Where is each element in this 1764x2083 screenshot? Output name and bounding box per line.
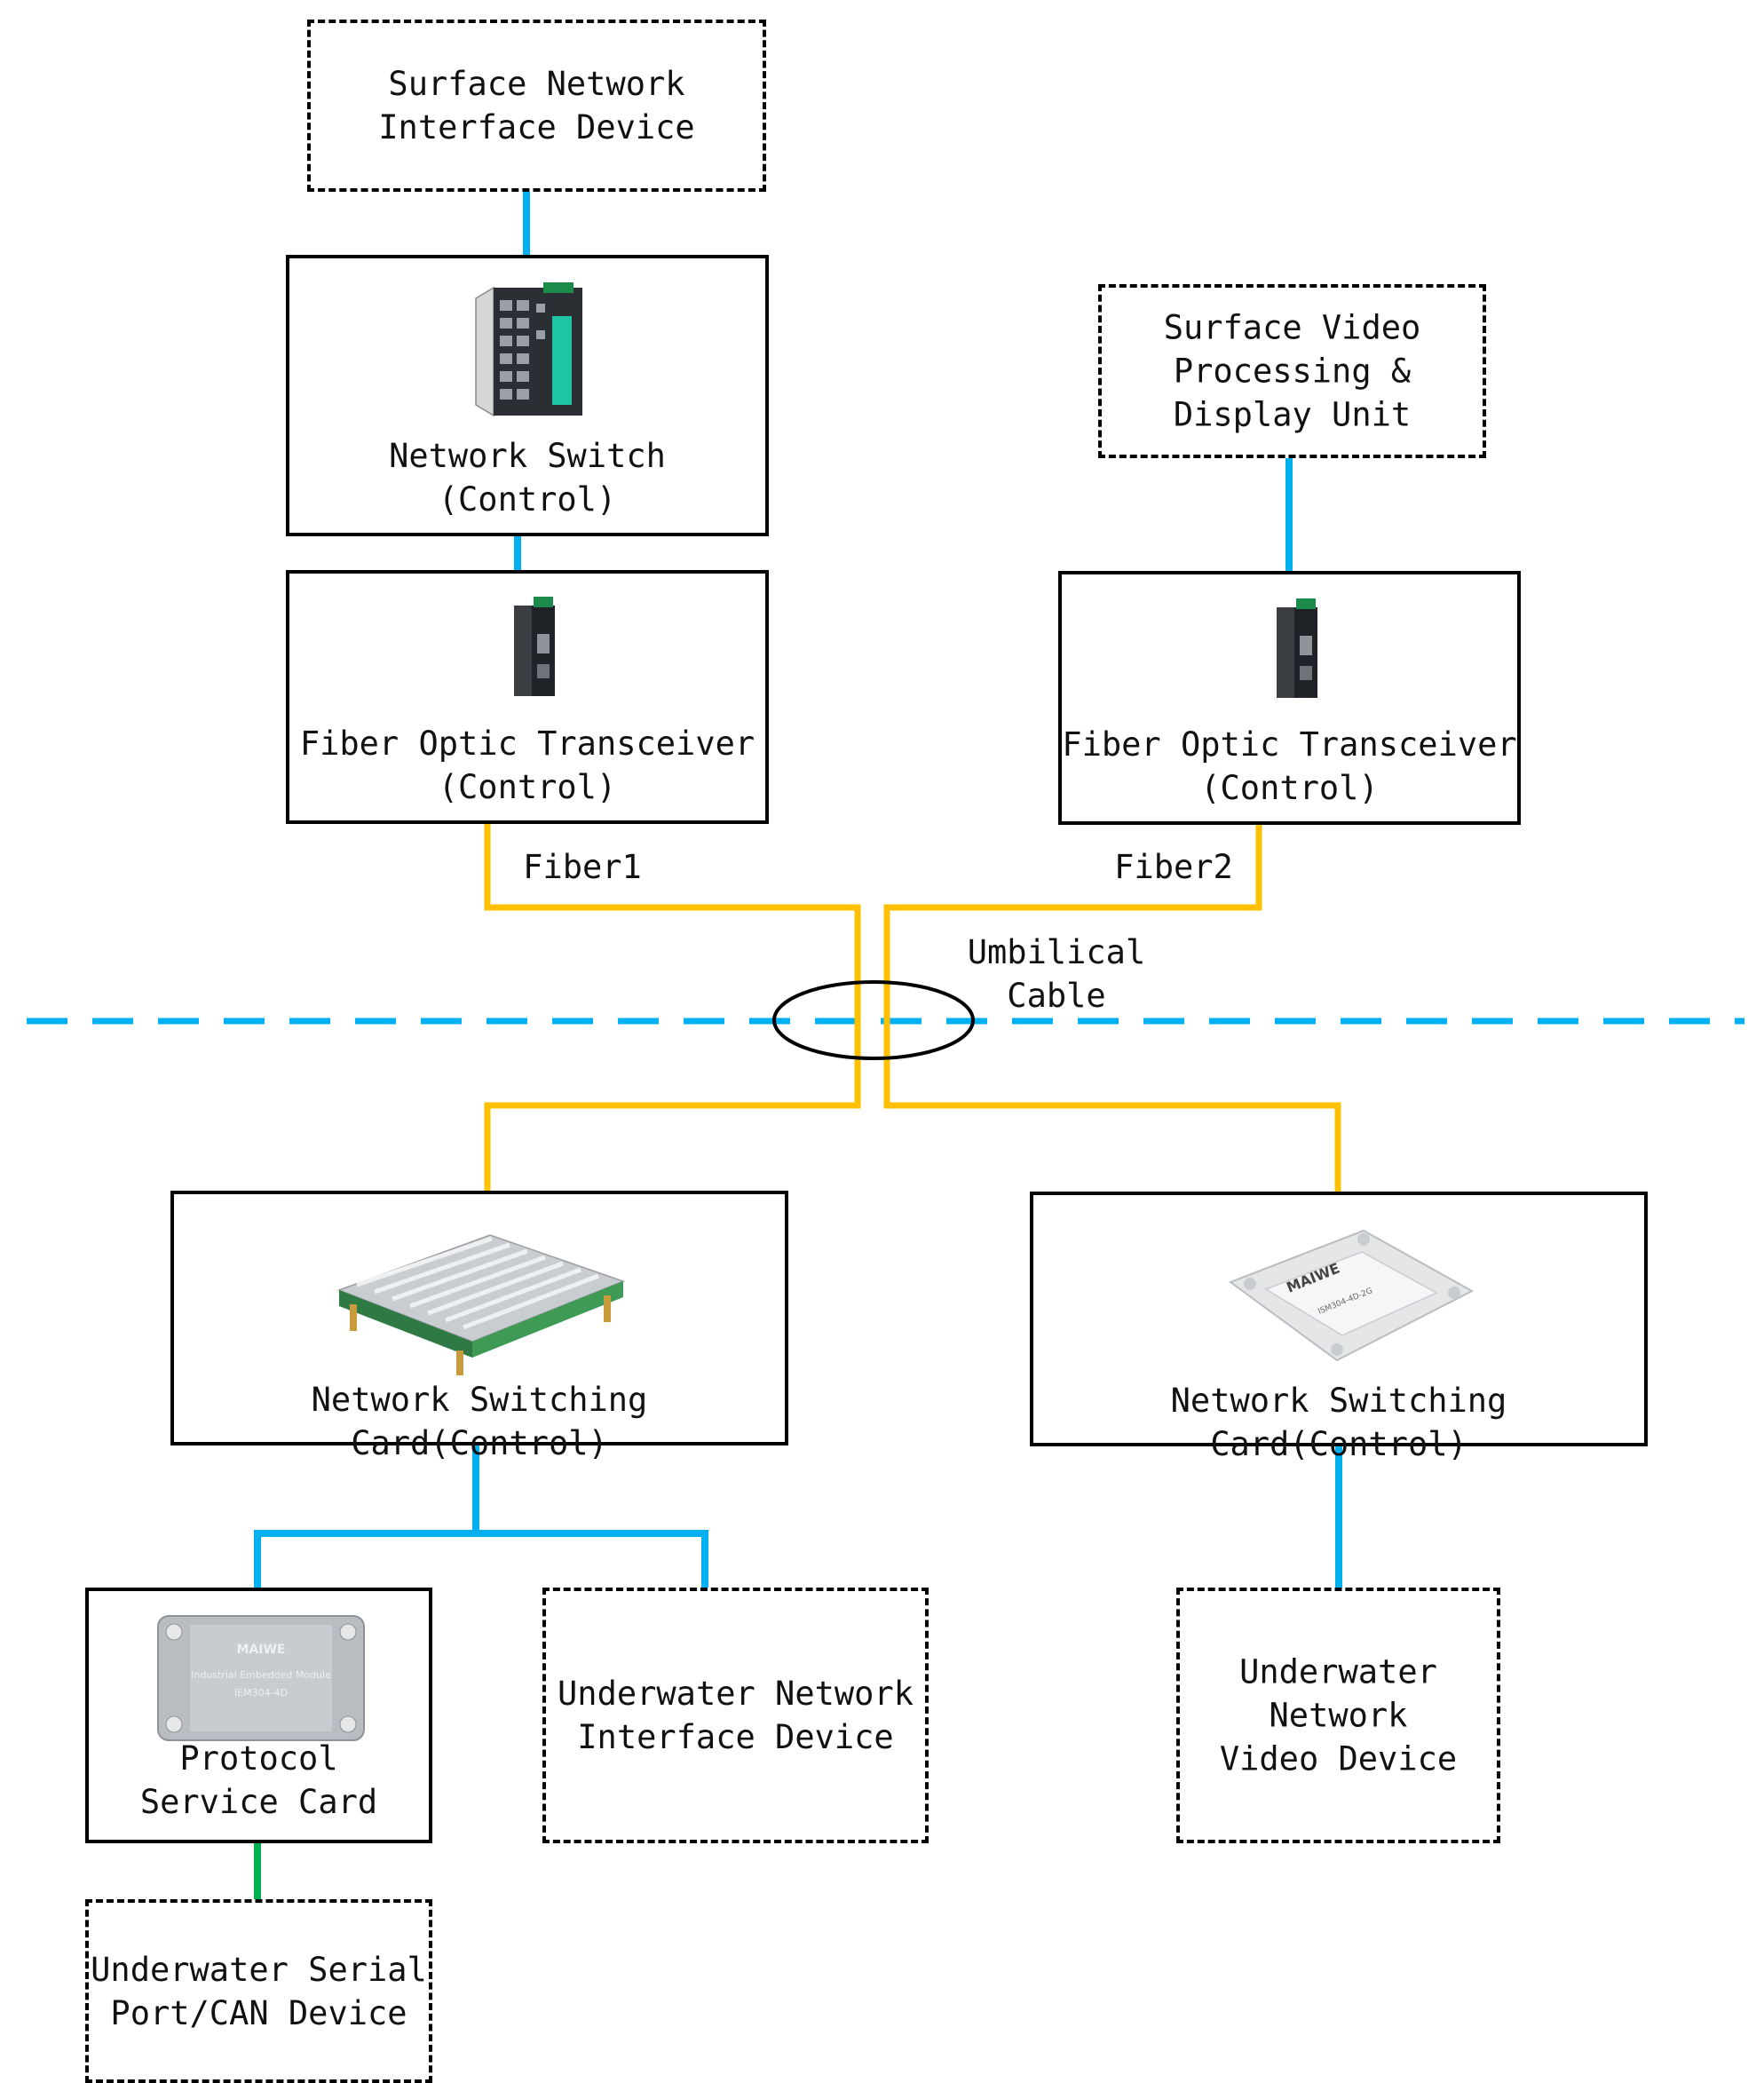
fiber2-label: Fiber2: [1114, 848, 1233, 886]
fiber2-line: [883, 821, 1341, 1192]
switching-card-right-box: MAIWE ISM304-4D-2G Network Switching Car…: [1030, 1192, 1648, 1463]
surface-network-interface-box: Surface Network Interface Device: [307, 20, 766, 192]
fiber-transceiver-right-box: Fiber Optic Transceiver (Control): [1058, 571, 1521, 825]
network-switch-box: Network Switch (Control): [286, 255, 769, 536]
heatsink-card-icon: [336, 1234, 626, 1375]
fiber-transceiver-icon: [514, 597, 555, 696]
switching-card-right-label: Network Switching Card(Control): [1170, 1382, 1507, 1463]
protocol-service-card-label: Protocol Service Card: [139, 1739, 378, 1821]
underwater-serial-device-box: Underwater Serial Port/CAN Device: [85, 1899, 432, 2083]
protocol-card-brand-text: MAIWE: [237, 1643, 286, 1657]
network-switch-icon: [475, 282, 582, 417]
embedded-module-icon: MAIWE ISM304-4D-2G: [1228, 1229, 1475, 1362]
fiber-transceiver-left-label: Fiber Optic Transceiver (Control): [299, 725, 755, 806]
fiber1-label: Fiber1: [523, 848, 642, 886]
fiber-transceiver-icon: [1277, 598, 1317, 698]
surface-network-interface-label: Surface Network Interface Device: [378, 65, 695, 147]
switching-card-left-label: Network Switching Card(Control): [311, 1381, 648, 1462]
fiber-transceiver-right-label: Fiber Optic Transceiver (Control): [1062, 725, 1517, 807]
underwater-video-device-box: Underwater Network Video Device: [1176, 1588, 1500, 1843]
surface-video-unit-label: Surface Video Processing & Display Unit: [1163, 308, 1421, 434]
protocol-card-model-text: IEM304-4D: [234, 1687, 288, 1699]
protocol-card-icon: MAIWE Industrial Embedded Module IEM304-…: [157, 1615, 365, 1741]
underwater-network-interface-box: Underwater Network Interface Device: [542, 1588, 929, 1843]
network-switch-label: Network Switch (Control): [389, 437, 666, 519]
protocol-service-card-box: MAIWE Industrial Embedded Module IEM304-…: [85, 1588, 432, 1843]
switching-card-left-box: Network Switching Card(Control): [170, 1191, 788, 1462]
underwater-network-interface-label: Underwater Network Interface Device: [558, 1675, 914, 1756]
underwater-serial-device-label: Underwater Serial Port/CAN Device: [91, 1950, 427, 2032]
link-left-card-to-underwater-interface: [476, 1530, 708, 1589]
surface-video-unit-box: Surface Video Processing & Display Unit: [1098, 284, 1486, 458]
umbilical-cable-ellipse: [772, 980, 975, 1060]
umbilical-cable-label: Umbilical Cable: [967, 933, 1146, 1015]
protocol-card-line-text: Industrial Embedded Module: [191, 1669, 331, 1681]
link-left-card-to-protocol-card: [254, 1443, 479, 1589]
underwater-video-device-label: Underwater Network Video Device: [1219, 1652, 1458, 1778]
fiber-transceiver-left-box: Fiber Optic Transceiver (Control): [286, 570, 769, 824]
fiber1-line: [484, 821, 861, 1191]
